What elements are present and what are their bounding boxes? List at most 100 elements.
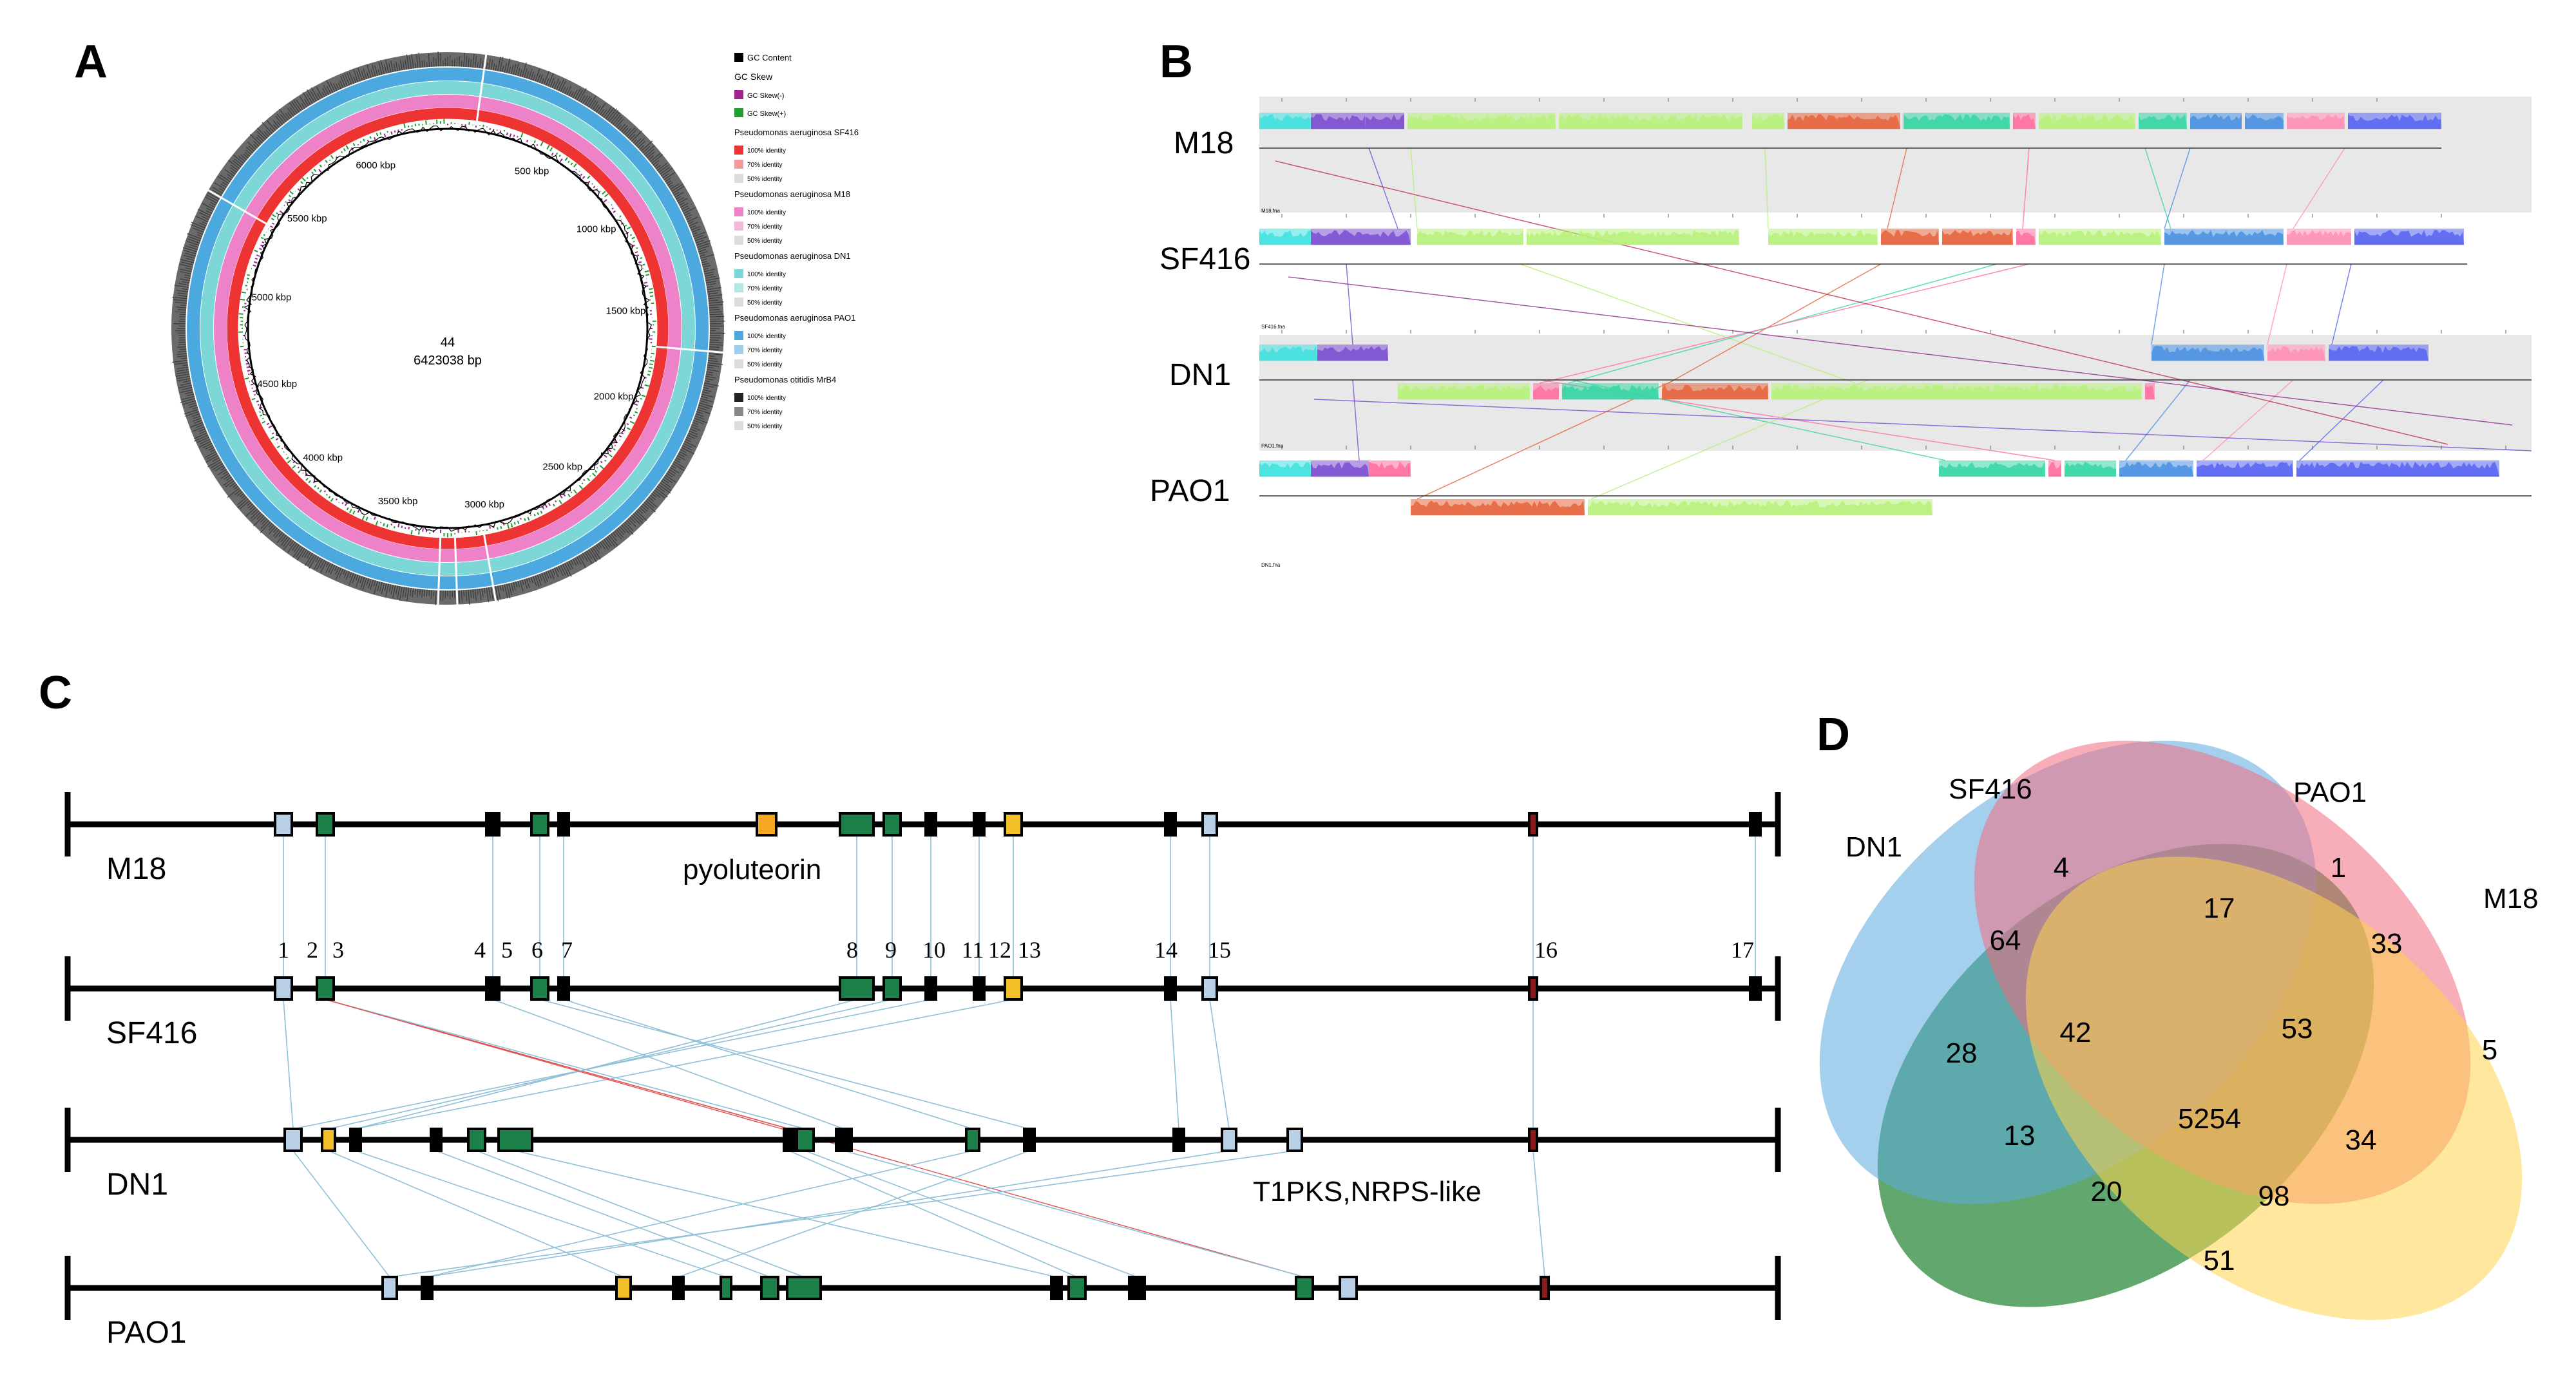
cluster-number: 4 [474, 937, 486, 963]
venn-count-sf416-pao1-m18: 53 [2282, 1013, 2313, 1045]
lcb-profile [1311, 462, 1369, 477]
legend-identity-label: 50% identity [747, 176, 782, 183]
alignment-link [1346, 263, 1353, 345]
track-label-pao1: PAO1 [1150, 474, 1230, 508]
lcb-block [2048, 460, 2061, 477]
track-file-1: M18.fna [1261, 208, 1280, 214]
cluster-number: 2 [307, 937, 318, 963]
kbp-label: 4500 kbp [257, 379, 297, 390]
lcb-profile [1662, 384, 1768, 400]
bgc-cluster-box [283, 1128, 303, 1152]
bgc-cluster-box [1172, 1128, 1185, 1152]
lcb-block [2296, 460, 2499, 477]
kbp-label: 3000 kbp [464, 499, 504, 510]
genome-lines [64, 792, 1781, 1320]
legend-identity-label: 50% identity [747, 423, 782, 430]
lcb-block [1533, 383, 1559, 400]
bgc-cluster-box [349, 1128, 362, 1152]
synteny-link [325, 999, 806, 1130]
bgc-cluster-box [1004, 976, 1023, 1001]
synteny-link [563, 999, 973, 1130]
bgc-cluster-box [973, 976, 986, 1001]
synteny-link [426, 1150, 1230, 1278]
lcb-block [1411, 499, 1585, 516]
venn-diagram: DN1 SF416 PAO1 M18 4 1 28 5 64 17 33 42 … [1819, 741, 2539, 1320]
lcb-profile [2197, 462, 2293, 477]
legend-swatch [734, 207, 743, 216]
venn-count-dn1-pao1: 13 [2004, 1120, 2036, 1151]
bgc-cluster-box [973, 812, 986, 837]
bgc-cluster-box [530, 812, 549, 837]
ring-m18 [214, 95, 682, 562]
alignment-link [1288, 276, 2513, 426]
synteny-link [843, 1150, 1305, 1278]
lcb-profile [1771, 384, 2142, 400]
alignment-link [1764, 147, 1769, 229]
bgc-cluster-box [839, 812, 875, 837]
lcb-profile [2048, 462, 2061, 477]
legend-swatch [734, 331, 743, 340]
legend-swatch [734, 283, 743, 292]
alignment-link [2144, 147, 2171, 229]
lcb-block [2354, 229, 2464, 245]
venn-count-dn1-sf416-m18: 20 [2091, 1176, 2123, 1207]
synteny-link [292, 1150, 390, 1278]
alignment-links [1275, 147, 2532, 500]
bgc-cluster-box [557, 976, 570, 1001]
backbone-circle [247, 128, 649, 529]
lcb-profile [2164, 230, 2284, 245]
legend-gc-content: GC Content [747, 53, 792, 62]
bgc-cluster-box [965, 1128, 980, 1152]
lcb-block [2267, 345, 2325, 361]
bgc-cluster-box [530, 976, 549, 1001]
bgc-cluster-box [485, 812, 501, 837]
panel-letter-a: A [74, 36, 108, 88]
genome-label-m18: M18 [106, 852, 166, 886]
track-file-3: PAO1.fna [1261, 443, 1284, 449]
gc-content-swatch [734, 53, 743, 62]
lcb-profile [2119, 462, 2193, 477]
bgc-cluster-box [883, 812, 902, 837]
lcb-block [1903, 113, 2010, 129]
legend-swatch [734, 174, 743, 183]
lcb-profile [1259, 462, 1311, 477]
legend-identity-label: 70% identity [747, 409, 782, 416]
lcb-profile [1752, 114, 1784, 129]
alignment-link [2022, 147, 2030, 229]
track-label-dn1: DN1 [1169, 358, 1231, 392]
legend-identity-label: 50% identity [747, 238, 782, 245]
bgc-cluster-box [1164, 812, 1177, 837]
synteny-link [389, 1150, 1295, 1278]
genome-size: 6423038 bp [414, 354, 482, 368]
alignment-link [1887, 147, 1907, 229]
cluster-number: 3 [332, 937, 344, 963]
lcb-block [2145, 383, 2155, 400]
alignment-link [2125, 379, 2191, 461]
venn-label-m18: M18 [2483, 883, 2539, 914]
cluster-number: 14 [1154, 937, 1178, 963]
lcb-profile [2039, 114, 2135, 129]
lcb-profile [1259, 346, 1317, 361]
legend-swatch [734, 393, 743, 402]
legend-group-name: Pseudomonas aeruginosa DN1 [734, 251, 851, 261]
kbp-label: 2000 kbp [594, 392, 634, 402]
lcb-block [1942, 229, 2013, 245]
lcb-profile [1881, 230, 1939, 245]
lcb-profile [2287, 114, 2345, 129]
legend-identity-label: 100% identity [747, 333, 786, 340]
kbp-label: 5000 kbp [252, 292, 292, 303]
synteny-link [355, 999, 1014, 1130]
legend-swatch [734, 298, 743, 307]
lcb-profile [2151, 346, 2264, 361]
alignment-link [2202, 379, 2294, 461]
lcb-profile [1407, 114, 1556, 129]
track-label-sf416: SF416 [1159, 242, 1250, 276]
bgc-cluster-box [796, 1128, 815, 1152]
bgc-cluster-box [316, 812, 335, 837]
lcb-block [2039, 113, 2135, 129]
bgc-cluster-box [835, 1128, 853, 1152]
lcb-block [1417, 229, 1523, 245]
lcb-profile [1588, 500, 1932, 516]
